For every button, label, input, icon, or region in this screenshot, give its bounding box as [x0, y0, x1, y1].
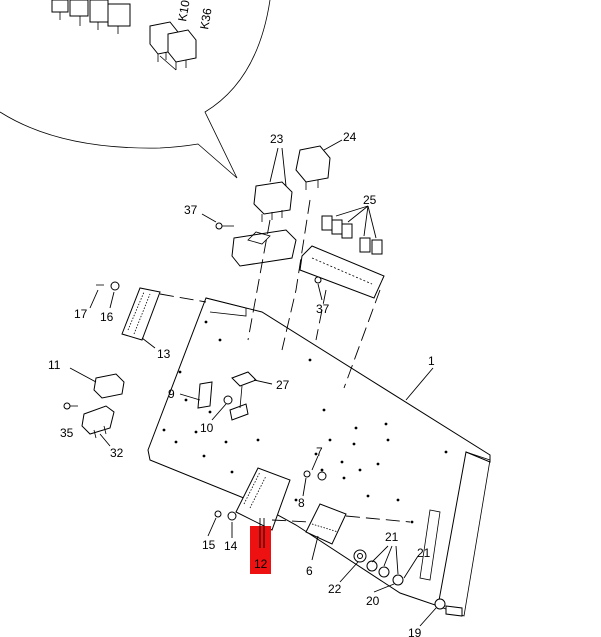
module-6 [305, 503, 411, 545]
callout-13: 13 [157, 347, 171, 361]
callout-7: 7 [316, 445, 323, 459]
plate-27 [229, 371, 257, 421]
callout-17: 17 [74, 307, 88, 321]
fuse-holder-25 [299, 215, 385, 299]
highlight-box[interactable] [250, 526, 271, 574]
callout-27: 27 [276, 378, 290, 392]
bracket-32 [81, 405, 115, 439]
relay-11 [93, 373, 125, 399]
panel-holes [162, 320, 448, 524]
zoom-bubble: K10 K36 [0, 0, 271, 179]
connector-block-13 [121, 287, 207, 341]
main-panel [147, 297, 491, 617]
callout-35: 35 [60, 426, 74, 440]
callout-12: 12 [254, 557, 268, 571]
assembly-lines [247, 199, 381, 389]
relay-module-23 [231, 181, 297, 267]
callout-21-lower: 21 [417, 546, 431, 560]
callout-16: 16 [100, 310, 114, 324]
highlight-part-12[interactable] [250, 518, 271, 574]
callout-37-lower: 37 [316, 302, 330, 316]
callout-21-upper: 21 [385, 530, 399, 544]
callout-6: 6 [306, 564, 313, 578]
relay-cluster-top [51, 0, 131, 34]
relay-label-k36: K36 [197, 7, 215, 31]
relay-pair-k10-k36: K10 K36 [149, 0, 215, 71]
relay-24 [295, 145, 331, 190]
callout-11: 11 [48, 358, 61, 372]
hardware-fasteners [63, 222, 463, 617]
callout-25: 25 [363, 193, 377, 207]
callout-9: 9 [168, 387, 175, 401]
callout-14: 14 [224, 539, 238, 553]
relay-label-k10: K10 [175, 0, 193, 23]
callout-37-upper: 37 [184, 203, 198, 217]
callout-15: 15 [202, 538, 216, 552]
callout-22: 22 [328, 582, 342, 596]
callout-23: 23 [270, 132, 284, 146]
callout-24: 24 [343, 130, 357, 144]
callout-1: 1 [428, 354, 435, 368]
callout-20: 20 [366, 594, 380, 608]
callout-10: 10 [200, 421, 214, 435]
sensor-9-10 [197, 381, 233, 409]
leader-lines [69, 139, 437, 627]
callout-19: 19 [408, 626, 422, 637]
callout-labels: 1 6 7 8 9 10 11 12 13 14 15 16 17 19 20 … [48, 130, 435, 637]
callout-8: 8 [298, 496, 305, 510]
callout-32: 32 [110, 446, 124, 460]
